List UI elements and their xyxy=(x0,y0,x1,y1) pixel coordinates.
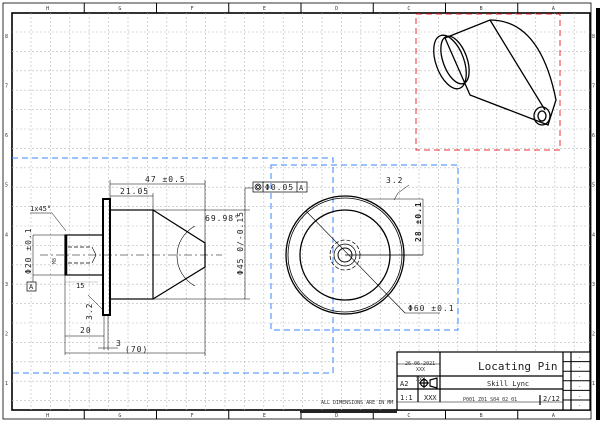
dim-cone-angle: 69.98° xyxy=(205,214,240,223)
zone-label-bottom: A xyxy=(552,413,555,419)
zone-label-right: 2 xyxy=(592,332,595,338)
inner-frame xyxy=(11,12,591,411)
tb-size: A2 xyxy=(400,380,408,388)
zone-label-right: 7 xyxy=(592,83,595,89)
revision-cell: - xyxy=(578,393,581,399)
zone-label-left: 1 xyxy=(5,381,8,387)
dim-3: 3 xyxy=(116,339,122,348)
dim-shaft-dia: Φ20 ±0.1 xyxy=(24,227,33,274)
tb-scale: 1:1 xyxy=(400,394,413,402)
zone-label-top: A xyxy=(552,6,555,12)
tb-company: Skill Lync xyxy=(487,380,529,388)
revision-table: - - - - - - xyxy=(563,351,590,409)
zone-labels: H H G G F F E E D D C C B B A A 8 8 7 7 6 6 5 5 4 4 3 3 2 2 1 1 xyxy=(5,3,595,419)
zone-label-left: 8 xyxy=(5,34,8,40)
front-dim-roughness: 3.2 xyxy=(386,176,403,185)
first-angle-projection-icon xyxy=(419,377,438,389)
tb-drawing-no: P001 Z01 S04 02 01 xyxy=(463,397,517,403)
zone-label-right: 4 xyxy=(592,232,595,238)
iso-view-part xyxy=(433,19,557,126)
revision-cell: - xyxy=(578,374,581,380)
dim-thread: M8 xyxy=(52,258,58,264)
zone-label-top: C xyxy=(407,6,410,12)
zone-label-bottom: E xyxy=(263,413,266,419)
zone-label-top: F xyxy=(191,6,194,12)
tb-drawn: XXX xyxy=(416,367,425,373)
dim-70: (70) xyxy=(125,345,148,354)
zone-label-top: B xyxy=(480,6,483,12)
zone-label-right: 3 xyxy=(592,282,595,288)
tb-sheet: 2/12 xyxy=(543,395,560,403)
zone-label-left: 7 xyxy=(5,83,8,89)
zone-label-top: D xyxy=(335,6,338,12)
background-grid xyxy=(12,13,590,410)
zone-label-left: 5 xyxy=(5,183,8,189)
zone-label-bottom: F xyxy=(191,413,194,419)
revision-cell: - xyxy=(578,384,581,390)
zone-label-right: 1 xyxy=(592,381,595,387)
side-view-part xyxy=(40,198,222,316)
outer-border xyxy=(2,2,592,420)
zone-label-left: 3 xyxy=(5,282,8,288)
dim-47: 47 ±0.5 xyxy=(145,175,186,184)
zone-label-right: 8 xyxy=(592,34,595,40)
datum-box xyxy=(26,281,37,292)
zone-label-left: 6 xyxy=(5,133,8,139)
zone-label-bottom: D xyxy=(335,413,338,419)
revision-cell: - xyxy=(578,355,581,361)
dim-20: 20 xyxy=(80,326,92,335)
gdt-tolerance: Φ0.05 xyxy=(265,183,294,192)
dim-body-dia: Φ45 0/-0.15 xyxy=(236,211,245,275)
gdt-feature-frame: Φ0.05 A xyxy=(252,181,308,193)
tb-title: Locating Pin xyxy=(478,360,557,373)
datum-label: A xyxy=(29,283,34,291)
sheet-edge-bar xyxy=(596,8,600,420)
zone-label-top: E xyxy=(263,6,266,12)
concentricity-icon xyxy=(254,183,262,191)
dim-chamfer: 1x45° xyxy=(30,205,51,213)
tb-checked: XXX xyxy=(416,377,425,383)
front-view-part xyxy=(285,184,440,315)
dim-thread-depth: 15 xyxy=(76,282,84,290)
zone-label-bottom: B xyxy=(480,413,483,419)
zone-label-top: H xyxy=(46,6,49,12)
tb-weight: XXX xyxy=(424,394,437,402)
zone-label-bottom: G xyxy=(118,413,121,419)
dim-21-05: 21.05 xyxy=(120,187,149,196)
bottom-scale-bar xyxy=(300,410,397,413)
revision-cell: - xyxy=(578,365,581,371)
front-dim-radius: 28 ±0.1 xyxy=(414,201,423,242)
zone-label-top: G xyxy=(118,6,121,12)
zone-label-bottom: H xyxy=(46,413,49,419)
zone-label-bottom: C xyxy=(407,413,410,419)
iso-view-frame xyxy=(415,13,561,151)
dimensions-note: ALL DIMENSIONS ARE IN MM xyxy=(321,400,393,406)
side-view-dimensions xyxy=(30,180,253,356)
zone-label-left: 2 xyxy=(5,332,8,338)
side-view-frame xyxy=(12,157,334,374)
zone-label-left: 4 xyxy=(5,232,8,238)
dim-roughness: 3.2 xyxy=(85,303,94,320)
front-view-frame xyxy=(270,164,459,331)
tb-date: 26-06-2021 xyxy=(405,361,435,367)
side-view-dim-text: 47 ±0.5 21.05 69.98° 1x45° Φ20 ±0.1 M8 1… xyxy=(24,175,245,354)
zone-label-right: 5 xyxy=(592,183,595,189)
front-dim-diameter: Φ60 ±0.1 xyxy=(408,304,455,313)
zone-label-right: 6 xyxy=(592,133,595,139)
gdt-datum: A xyxy=(299,184,304,192)
revision-cell: - xyxy=(578,403,581,409)
